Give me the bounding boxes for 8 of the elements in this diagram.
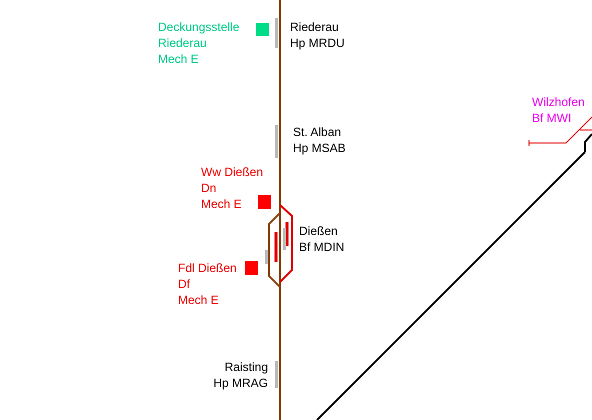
station-label: Wilzhofen Bf MWI bbox=[532, 94, 585, 126]
station-label: Riederau Hp MRDU bbox=[290, 19, 345, 51]
station-label: Dießen Bf MDIN bbox=[299, 223, 344, 255]
station-label: Raisting Hp MRAG bbox=[213, 359, 268, 391]
signal-box-label: Ww Dießen Dn Mech E bbox=[201, 164, 264, 212]
signal-box-label: Deckungsstelle Riederau Mech E bbox=[158, 19, 240, 67]
station-label: St. Alban Hp MSAB bbox=[293, 124, 346, 156]
signal-box-label: Fdl Dießen Df Mech E bbox=[178, 260, 237, 308]
